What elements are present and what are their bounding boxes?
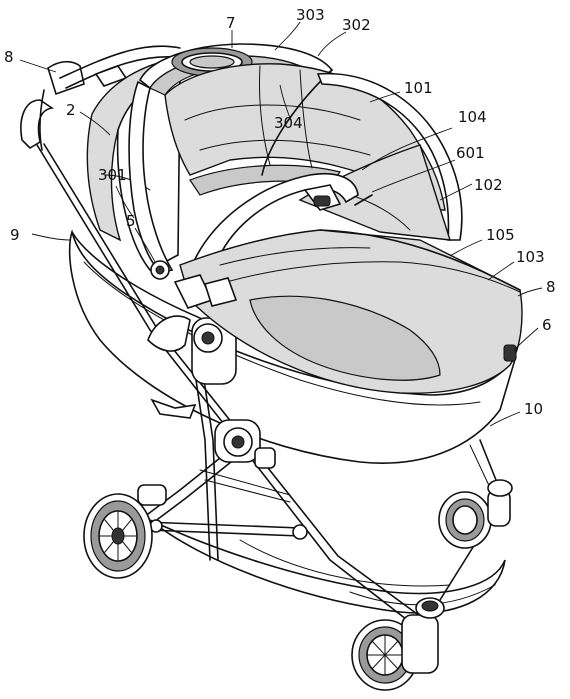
push-handle: [20, 45, 185, 151]
frame-legs: [33, 139, 501, 631]
label-601: 601: [456, 144, 485, 162]
side-latch: [503, 344, 517, 362]
label-105: 105: [486, 226, 515, 244]
label-8-handle: 8: [4, 48, 14, 66]
label-103: 103: [516, 248, 545, 266]
label-6: 6: [542, 316, 552, 334]
label-304: 304: [274, 114, 303, 132]
label-10: 10: [524, 400, 543, 418]
rear-right-wheel: [438, 479, 513, 549]
leader-lines: [19, 21, 543, 427]
frame-joints: [147, 315, 276, 469]
label-7: 7: [226, 14, 236, 32]
label-5: 5: [126, 212, 136, 230]
label-101: 101: [404, 79, 433, 97]
label-9: 9: [10, 226, 20, 244]
label-2: 2: [66, 101, 76, 119]
label-302: 302: [342, 16, 371, 34]
reference-numerals: 7 303 302 8 101 2 304 104 601 301 102 9 …: [4, 6, 556, 418]
fold-button: [150, 260, 170, 280]
bassinet-apron: [173, 229, 523, 394]
label-303: 303: [296, 6, 325, 24]
front-right-wheel: [351, 597, 445, 691]
canopy-outer-arc: [316, 72, 463, 241]
label-8-apron: 8: [546, 278, 556, 296]
label-104: 104: [458, 108, 487, 126]
rear-left-wheel: [83, 484, 167, 579]
label-301: 301: [98, 166, 127, 184]
label-102: 102: [474, 176, 503, 194]
